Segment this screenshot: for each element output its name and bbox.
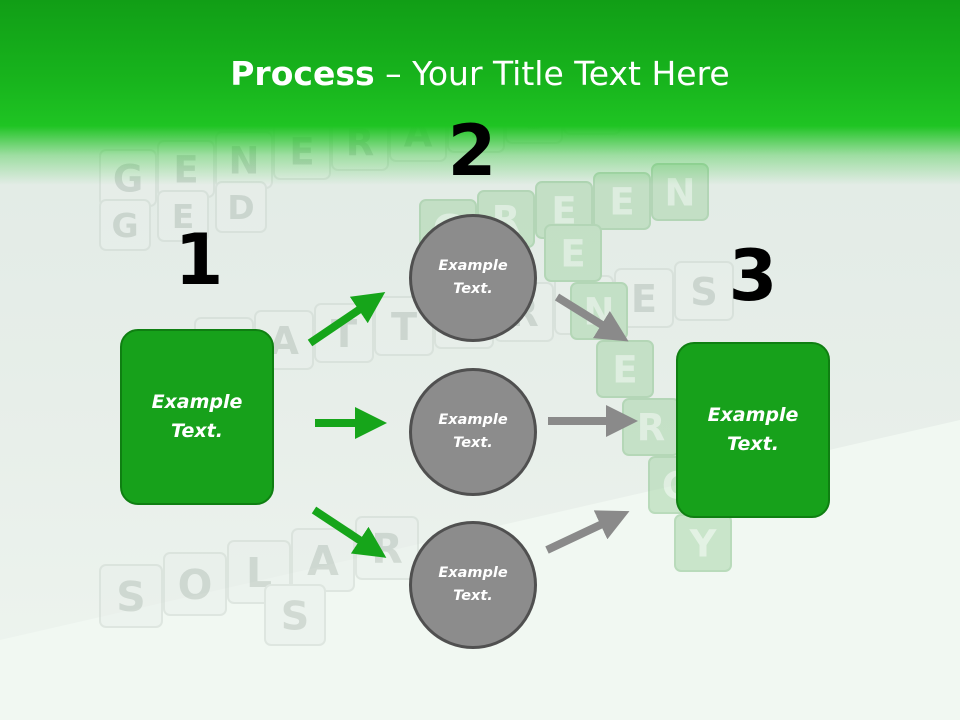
background-cube-letter: E <box>560 232 585 275</box>
circle-top[interactable]: Example Text. <box>409 214 537 342</box>
header-bar <box>0 0 960 185</box>
title-rest: – Your Title Text Here <box>374 54 730 93</box>
background-cube-letter: E <box>612 348 637 391</box>
green-arrow-up <box>307 292 386 347</box>
background-cube-letter: O <box>178 561 213 609</box>
right-box-text: Example Text. <box>707 404 799 455</box>
gray-arrow-top <box>554 293 629 342</box>
circle-middle[interactable]: Example Text. <box>409 368 537 496</box>
background-cube-letter: E <box>609 180 634 223</box>
background-cube-letter: S <box>281 593 310 639</box>
background-cube-letter: S <box>116 573 145 621</box>
green-arrow-down <box>311 506 387 558</box>
background-cube-letter: S <box>690 270 718 315</box>
step-number-3: 3 <box>728 235 778 317</box>
circle-middle-text: Example Text. <box>438 412 508 451</box>
background-cube-letter: Y <box>689 522 718 565</box>
background-cube-letter: A <box>269 319 299 364</box>
circle-bottom[interactable]: Example Text. <box>409 521 537 649</box>
right-process-box[interactable]: Example Text. <box>676 342 830 518</box>
background-cube-letter: R <box>637 406 665 449</box>
background-cube-letter: A <box>307 537 339 585</box>
background-cube-letter: G <box>111 206 138 245</box>
background-cube-letter: E <box>172 197 195 236</box>
step-number-2: 2 <box>447 110 497 192</box>
step-number-1: 1 <box>174 219 224 301</box>
left-box-text: Example Text. <box>151 391 243 442</box>
background-cube-letter: D <box>227 188 254 227</box>
left-process-box[interactable]: Example Text. <box>120 329 274 505</box>
gray-arrow-bottom <box>545 510 630 554</box>
background-cube-letter: T <box>391 305 417 350</box>
slide-title[interactable]: Process – Your Title Text Here <box>0 52 960 96</box>
background-cube-letter: E <box>631 277 657 322</box>
title-bold: Process <box>230 54 375 93</box>
circle-bottom-text: Example Text. <box>438 565 508 604</box>
circle-top-text: Example Text. <box>438 258 508 297</box>
